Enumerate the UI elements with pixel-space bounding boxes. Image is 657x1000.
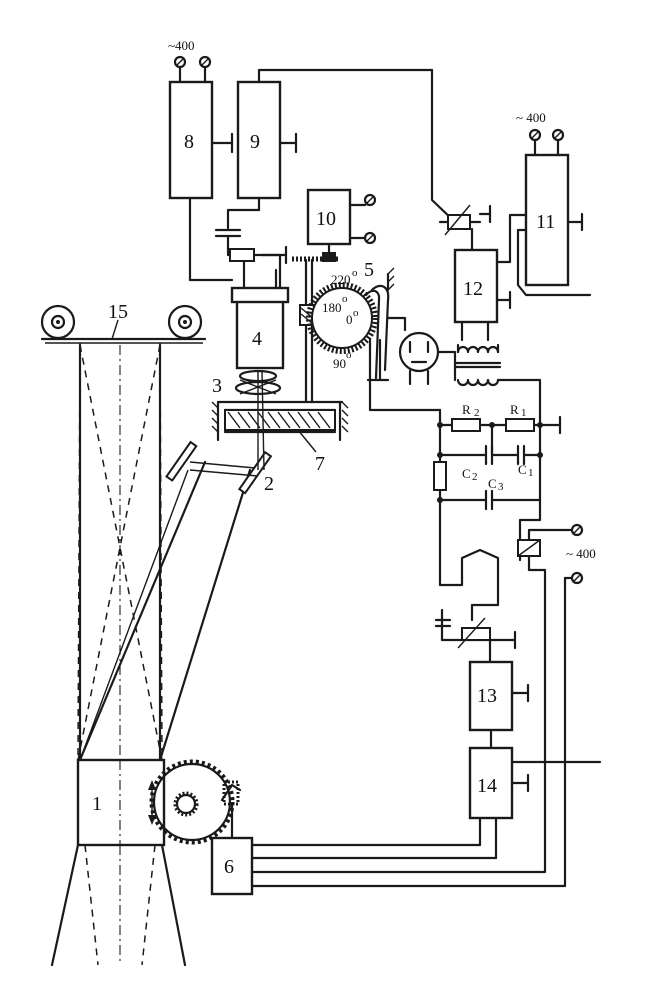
label-9: 9 [250,131,260,153]
label-c1-sub: 1 [528,467,534,479]
label-c3: C [488,476,497,491]
label-5: 5 [364,259,374,281]
label-r2: R [462,402,471,417]
rc-network [433,408,562,511]
vacuum-tube-icon [398,331,457,386]
angle-220: 220 [331,272,351,287]
label-12: 12 [463,278,483,300]
label-4: 4 [252,328,262,350]
block-6 [210,836,254,896]
supply-label-top-right: ~ 400 [516,110,546,125]
optical-beam-lines [50,343,252,967]
label-r1: R [510,402,519,417]
label-7: 7 [315,453,325,475]
block-14 [468,746,514,820]
block-1 [76,758,166,847]
label-13: 13 [477,685,497,707]
angle-90: 90 [333,356,346,371]
label-1: 1 [92,793,102,815]
block-10 [306,188,352,246]
label-c1: C [518,462,527,477]
angle-180: 180 [322,300,342,315]
label-r2-sub: 2 [474,407,480,419]
tuning-circuit [434,608,517,664]
label-11: 11 [536,211,555,233]
degree-mark: o [346,349,352,361]
transformer-icon [454,320,542,427]
mirror-2 [165,440,273,495]
degree-mark: o [342,293,348,305]
degree-mark: o [352,267,358,279]
label-14: 14 [477,775,497,797]
relay-switch [438,498,584,882]
supply-label-right: ~ 400 [566,546,596,561]
block-11 [524,153,570,287]
angle-0: 0 [346,312,353,327]
label-c2: C [462,466,471,481]
label-8: 8 [184,131,194,153]
dial-5 [306,267,395,380]
block-8 [168,80,214,200]
label-c3-sub: 3 [498,481,504,493]
degree-mark: o [353,307,359,319]
label-15: 15 [108,301,128,323]
label-c2-sub: 2 [472,471,478,483]
lens-housing-3 [211,369,349,471]
block-12 [453,248,499,324]
block-9 [236,80,282,200]
gear-icon [149,759,242,845]
terminal-icon [173,55,212,84]
label-2: 2 [264,473,274,495]
tube-4 [230,268,290,370]
label-r1-sub: 1 [521,407,527,419]
label-3: 3 [212,375,222,397]
label-10: 10 [316,208,336,230]
supply-label-top-left: ~400 [168,38,195,53]
label-6: 6 [224,856,234,878]
